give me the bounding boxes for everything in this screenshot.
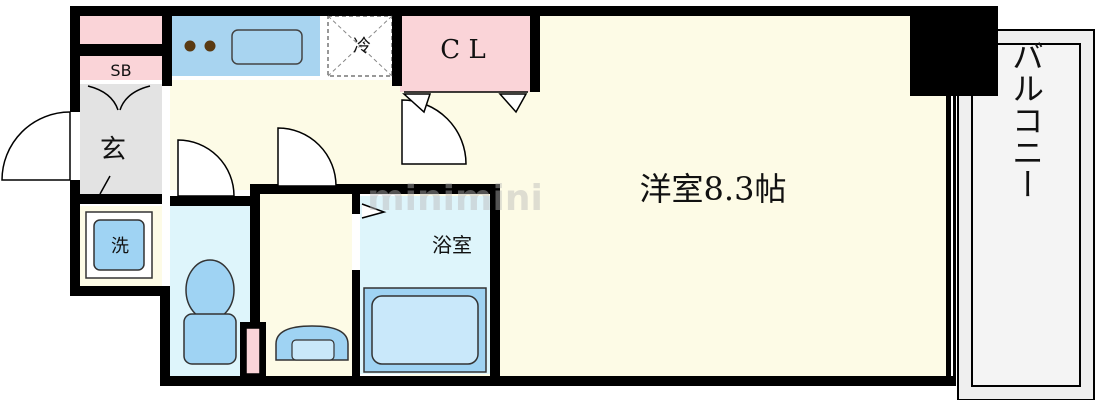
stove-burner-icon xyxy=(184,40,196,52)
balcony xyxy=(957,29,1095,400)
bathroom-label: 浴室 xyxy=(432,233,472,257)
washbasin-icon xyxy=(245,327,261,375)
toilet-icon xyxy=(183,259,237,365)
entrance-floor xyxy=(80,84,162,194)
closet-fill xyxy=(400,16,530,92)
balcony-label: バルコニー xyxy=(1007,40,1045,200)
washer-label: 洗 xyxy=(111,236,129,257)
washer xyxy=(85,211,153,279)
closet-label: C L xyxy=(440,35,485,65)
front-door-icon xyxy=(1,111,71,181)
entrance-label: 玄 xyxy=(100,135,126,165)
entry-door-icon xyxy=(177,139,235,197)
kitchen xyxy=(184,15,393,77)
watermark: minimini xyxy=(367,178,543,219)
shoe-box-label: SB xyxy=(110,61,131,80)
sink-icon xyxy=(231,29,303,65)
shoe-box-fill xyxy=(80,56,162,80)
shelf-fill xyxy=(80,16,162,44)
western-room-label: 洋室8.3帖 xyxy=(640,170,787,208)
bathroom-door-icon xyxy=(361,203,387,219)
fridge-label: 冷 xyxy=(353,36,371,57)
closet-door-icon xyxy=(402,93,528,114)
sb-door-icon xyxy=(87,85,151,111)
bathtub-icon xyxy=(363,287,487,373)
stove-burner-icon xyxy=(204,40,216,52)
toilet-door-icon xyxy=(277,127,337,187)
doors xyxy=(1,85,528,197)
